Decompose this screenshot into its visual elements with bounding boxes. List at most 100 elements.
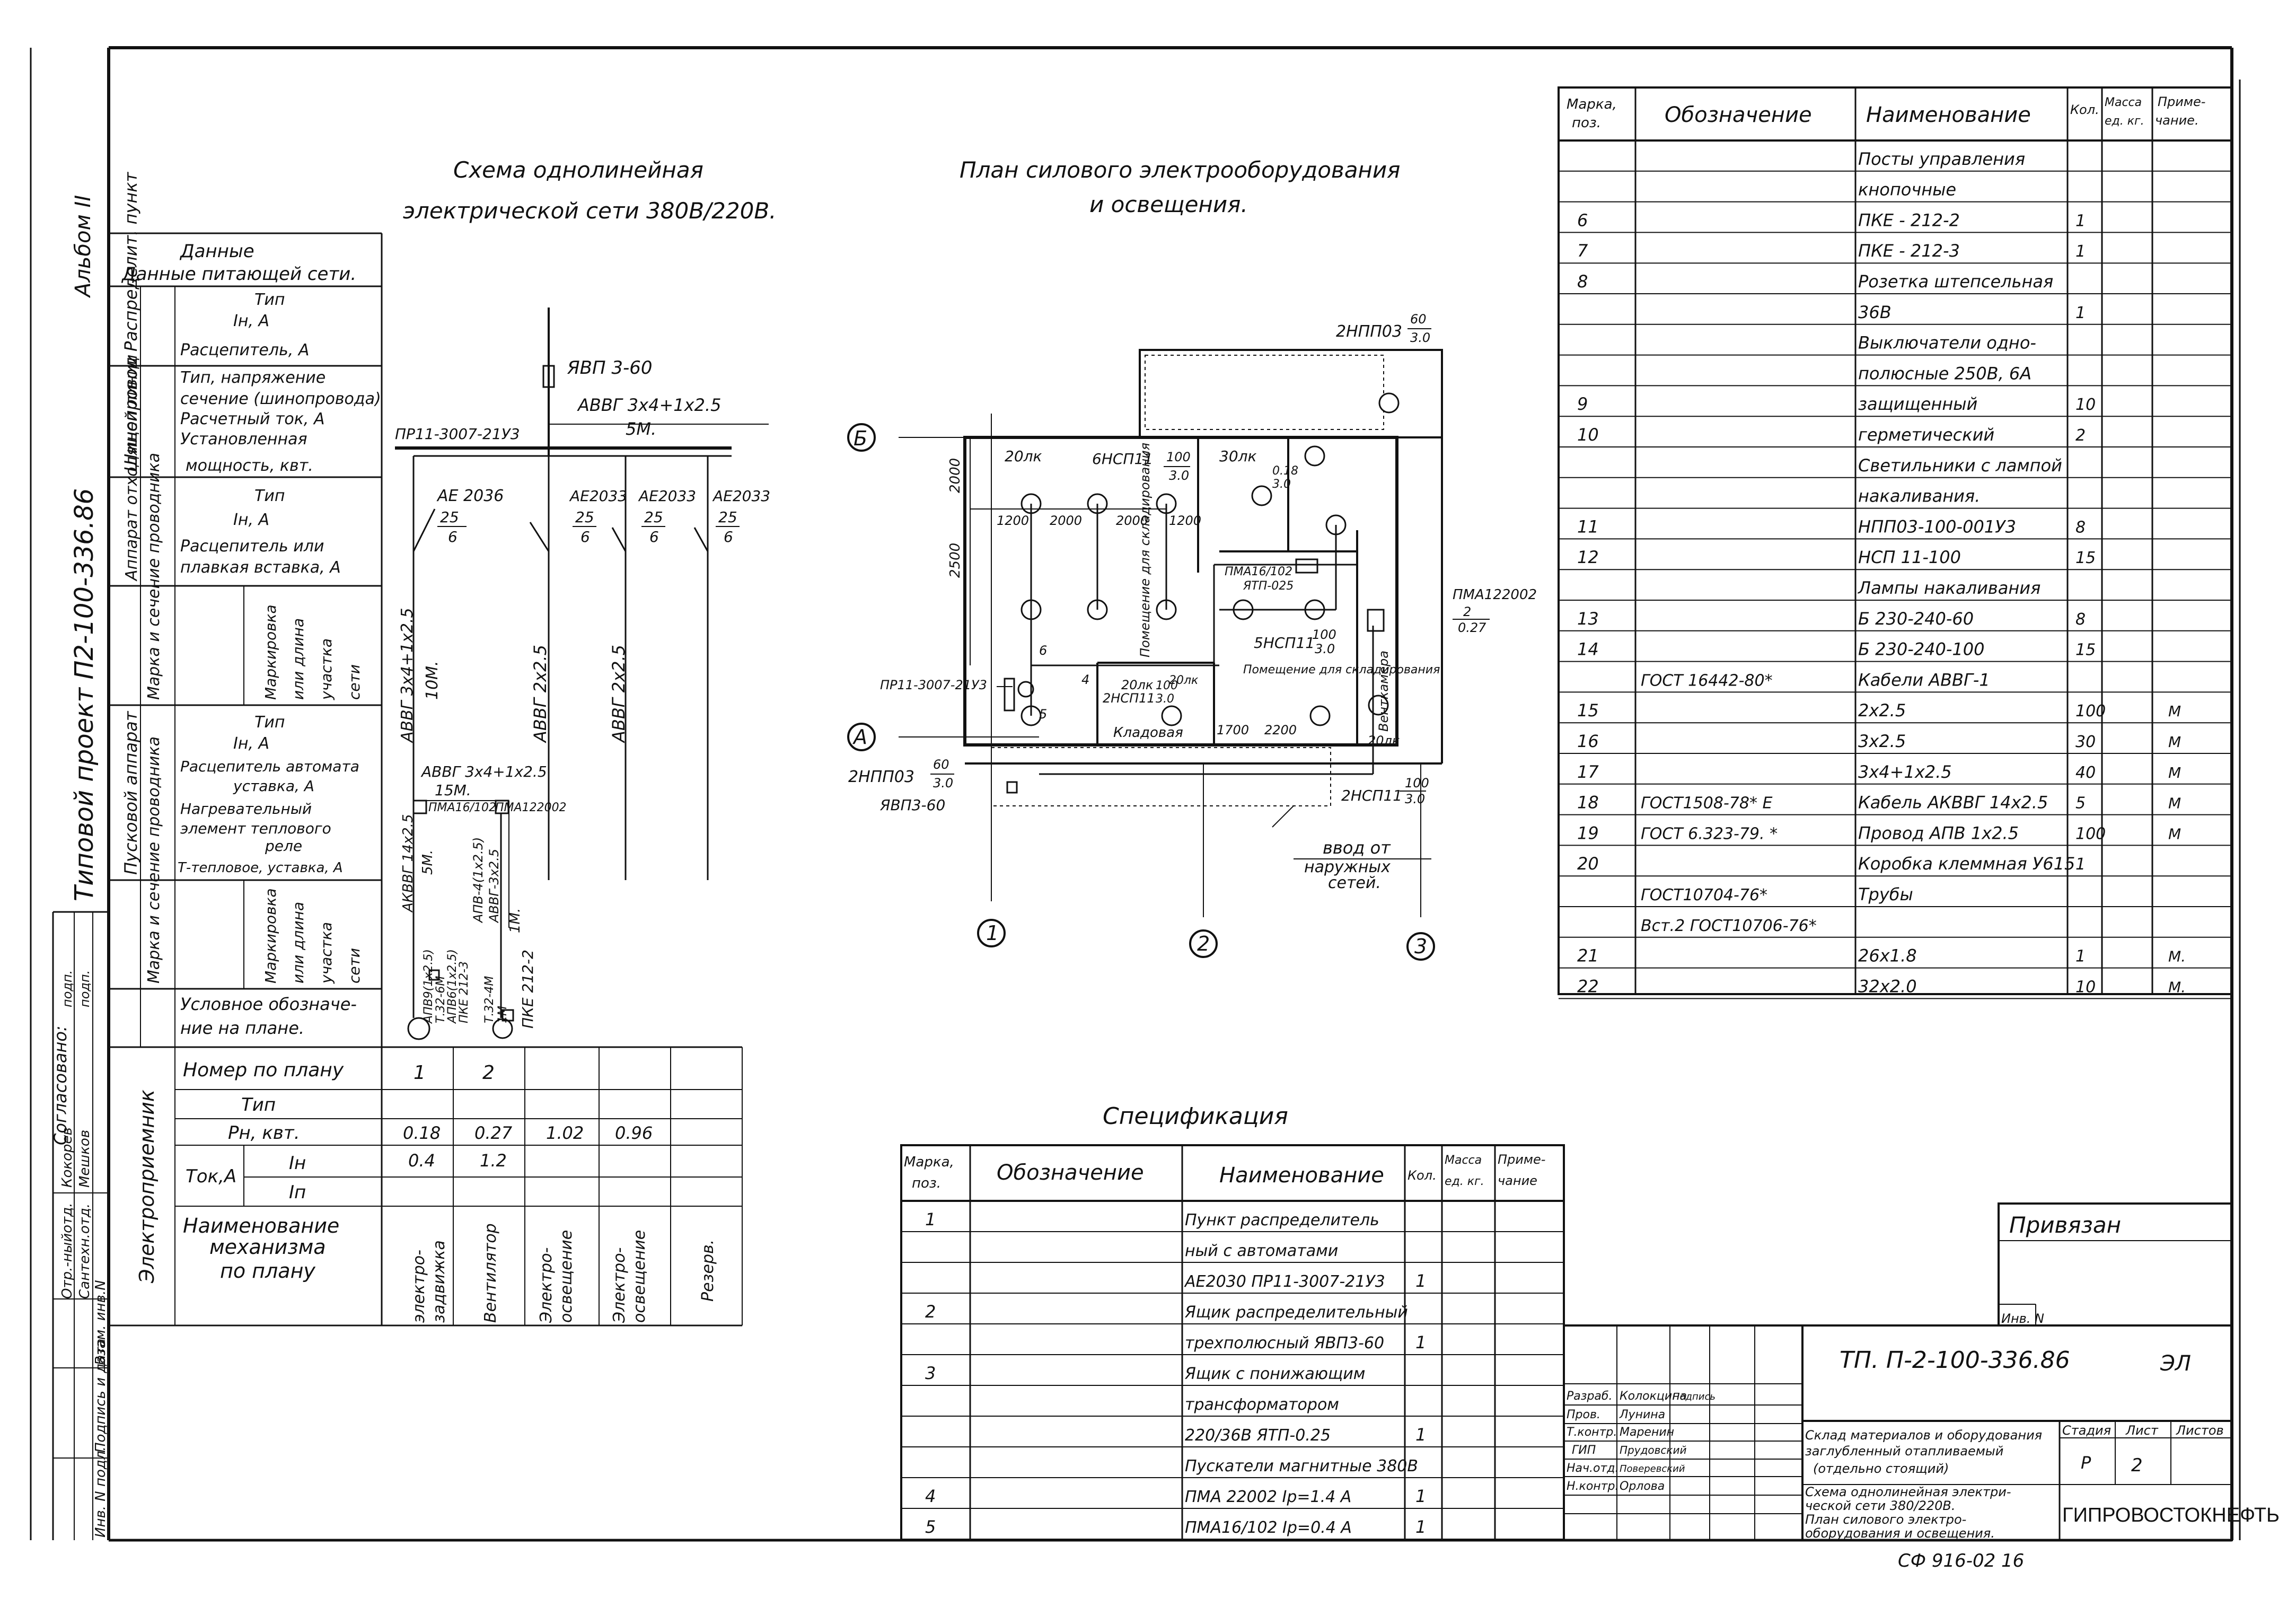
spec-right-row-cell: 30 (2075, 733, 2096, 751)
relay-4: ПКЕ 212-3 (458, 961, 471, 1023)
branch-avvg3: АВВГ-3х2.5 (487, 849, 502, 924)
starter-1-label: ПМА16/102 (428, 801, 496, 814)
spec-bottom-title: Спецификация (1103, 1103, 1288, 1130)
col-wire1: Марка и сечение проводника (145, 453, 163, 700)
svg-text:освещение: освещение (630, 1230, 649, 1323)
busbar-2: Iн, А (233, 312, 269, 330)
spec-right-row-cell: 12 (1577, 547, 1599, 567)
spec-right-h-name: Наименование (1866, 103, 2031, 127)
breaker-3-type: АЕ2033 (638, 487, 696, 505)
plan-l-25: ЯВП3-60 (879, 796, 945, 814)
spec-right-row-cell: 13 (1577, 609, 1599, 629)
relay-2: Т.32-6М (434, 976, 447, 1023)
org-name: ГИПРОВОСТОКНЕФТЬ (2062, 1504, 2280, 1526)
plan-title-1: План силового электрооборудования (960, 157, 1400, 183)
spec-right-row-cell: Б 230-240-100 (1858, 639, 1984, 660)
busbar-1: Тип (254, 291, 285, 309)
outgoing-2: Iн, А (233, 511, 269, 529)
entry-2: наружных (1304, 858, 1391, 876)
breaker-4-set: 6 (724, 528, 733, 546)
busbar-8: мощность, квт. (186, 456, 313, 475)
symbol-1: Условное обозначе- (180, 994, 357, 1014)
spec-right-row-cell: 1 (2075, 242, 2086, 261)
symbol-2: ние на плане. (180, 1018, 304, 1038)
wire2-3: участка (318, 922, 335, 984)
dim-2: 2500 (947, 543, 963, 578)
line-cable-3: АВВГ 2х2.5 (609, 645, 629, 743)
spec-bottom-row-cell: 1 (925, 1209, 936, 1230)
role-6-name: Орлова (1620, 1480, 1665, 1493)
busbar-6: Расчетный ток, А (180, 410, 325, 428)
cable-15-len: 15М. (435, 781, 471, 799)
single-line-diagram: ЯВП 3-60 АВВГ 3х4+1х2.5 5М. ПР11-3007-21… (395, 308, 770, 1040)
busbar-4: Тип, напряжение (180, 368, 326, 387)
wire2-4: сети (346, 948, 363, 983)
spec-right-row-cell: 3х2.5 (1858, 731, 1906, 751)
spec-right-row-cell: 9 (1577, 394, 1588, 414)
role-5: Нач.отд. (1567, 1462, 1619, 1475)
spec-bottom-row-cell: 2 (925, 1302, 936, 1322)
role-5-name: Поверевский (1620, 1463, 1685, 1474)
spec-bottom-row-cell: ПМА16/102 Iр=0.4 А (1185, 1518, 1352, 1537)
plan-l-21: 20лк (1169, 674, 1199, 687)
spec-right-row-cell: Посты управления (1858, 149, 2025, 169)
plan-l-20: 3.0 (1156, 692, 1174, 706)
spec-right-row-cell: М (2168, 795, 2181, 812)
plan-l-18: 2НСП11 (1103, 691, 1155, 706)
agreed-row-2-name: Мешков (77, 1130, 93, 1188)
starter-7: реле (265, 837, 302, 855)
spec-right-row-cell: Трубы (1858, 884, 1913, 905)
svg-text:чание: чание (1498, 1173, 1537, 1188)
spec-right-row-cell: 15 (1577, 700, 1599, 721)
axis-3: 3 (1414, 935, 1427, 958)
agreed-row-2-dept: Сантехн.отд. (77, 1204, 93, 1299)
plan-l-26: 2НСП11 (1341, 787, 1402, 804)
entry-3: сетей. (1328, 874, 1381, 892)
role-2: Пров. (1567, 1408, 1600, 1421)
spec-right-row-cell: ГОСТ10704-76* (1641, 886, 1767, 905)
starter-5: Нагревательный (180, 800, 312, 818)
spec-right-row-cell: Кабели АВВГ-1 (1858, 670, 1990, 690)
agreed-row-1-dept: Отр.-ныйотд. (59, 1203, 75, 1299)
spec-bottom-row-cell: 1 (1415, 1332, 1426, 1353)
role-4: ГИП (1572, 1444, 1596, 1457)
spec-right-row-cell: ГОСТ1508-78* Е (1641, 794, 1772, 813)
plan-l-6: 2НПП03 (1336, 322, 1402, 341)
spec-bottom-row-cell: трансформатором (1185, 1395, 1339, 1414)
cable-len-label: 5М. (626, 419, 656, 439)
spec-right-h-qty: Кол. (2070, 102, 2099, 117)
plan-l-5: 30лк (1219, 447, 1257, 465)
consumer-h-in: Iн (289, 1153, 306, 1174)
cable-15-label: АВВГ 3х4+1х2.5 (420, 763, 547, 780)
consumer-h-ip: Iп (289, 1182, 306, 1203)
outgoing-4: плавкая вставка, А (180, 558, 341, 577)
starter-8: Т-тепловое, уставка, А (178, 860, 343, 876)
spec-bottom-table: Спецификация Марка, поз. Обозначение Наи… (900, 1103, 1565, 1541)
consumer-h-tok: Ток,А (186, 1166, 236, 1187)
consumer-pn-4: 0.96 (615, 1123, 653, 1143)
branch-akvvg: АКВВГ 14х2.5 (400, 814, 416, 914)
spec-right-row-cell: Кабель АКВВГ 14х2.5 (1858, 793, 2048, 813)
breaker-1-in: 25 (440, 508, 459, 526)
spec-bottom-row-cell: 1 (1415, 1271, 1426, 1291)
svg-text:поз.: поз. (1572, 115, 1601, 131)
spec-right-row-cell: ПКЕ - 212-3 (1858, 241, 1960, 261)
spec-right-row-cell: 40 (2075, 763, 2096, 782)
spec-bottom-h-qty: Кол. (1407, 1168, 1437, 1183)
starter-2-label: ПМА122002 (495, 801, 567, 814)
consumer-name-2: Вентилятор (481, 1223, 500, 1323)
spec-right-row-cell: М. (2168, 948, 2186, 965)
dim-8: 2200 (1264, 723, 1297, 737)
plan-l-15: 100 (1312, 627, 1336, 642)
floor-plan: Б А 1 2 3 2000 2500 1200 2000 2000 1200 … (847, 312, 1537, 961)
entry-1: ввод от (1323, 838, 1391, 858)
spec-right-row-cell: 32х2.0 (1858, 976, 1917, 996)
wire1-4: сети (346, 664, 363, 700)
plan-l-3: 100 (1166, 450, 1191, 464)
plan-l-16: 3.0 (1315, 642, 1335, 656)
spec-bottom-row-cell: АЕ2030 ПР11-3007-21У3 (1184, 1272, 1385, 1291)
spec-right-h-mass: Масса (2105, 96, 2142, 109)
starter-2: Iн, А (233, 734, 269, 753)
object-1: Склад материалов и оборудования (1805, 1428, 2042, 1443)
project-label: Типовой проект П2-100-336.86 (69, 488, 99, 901)
